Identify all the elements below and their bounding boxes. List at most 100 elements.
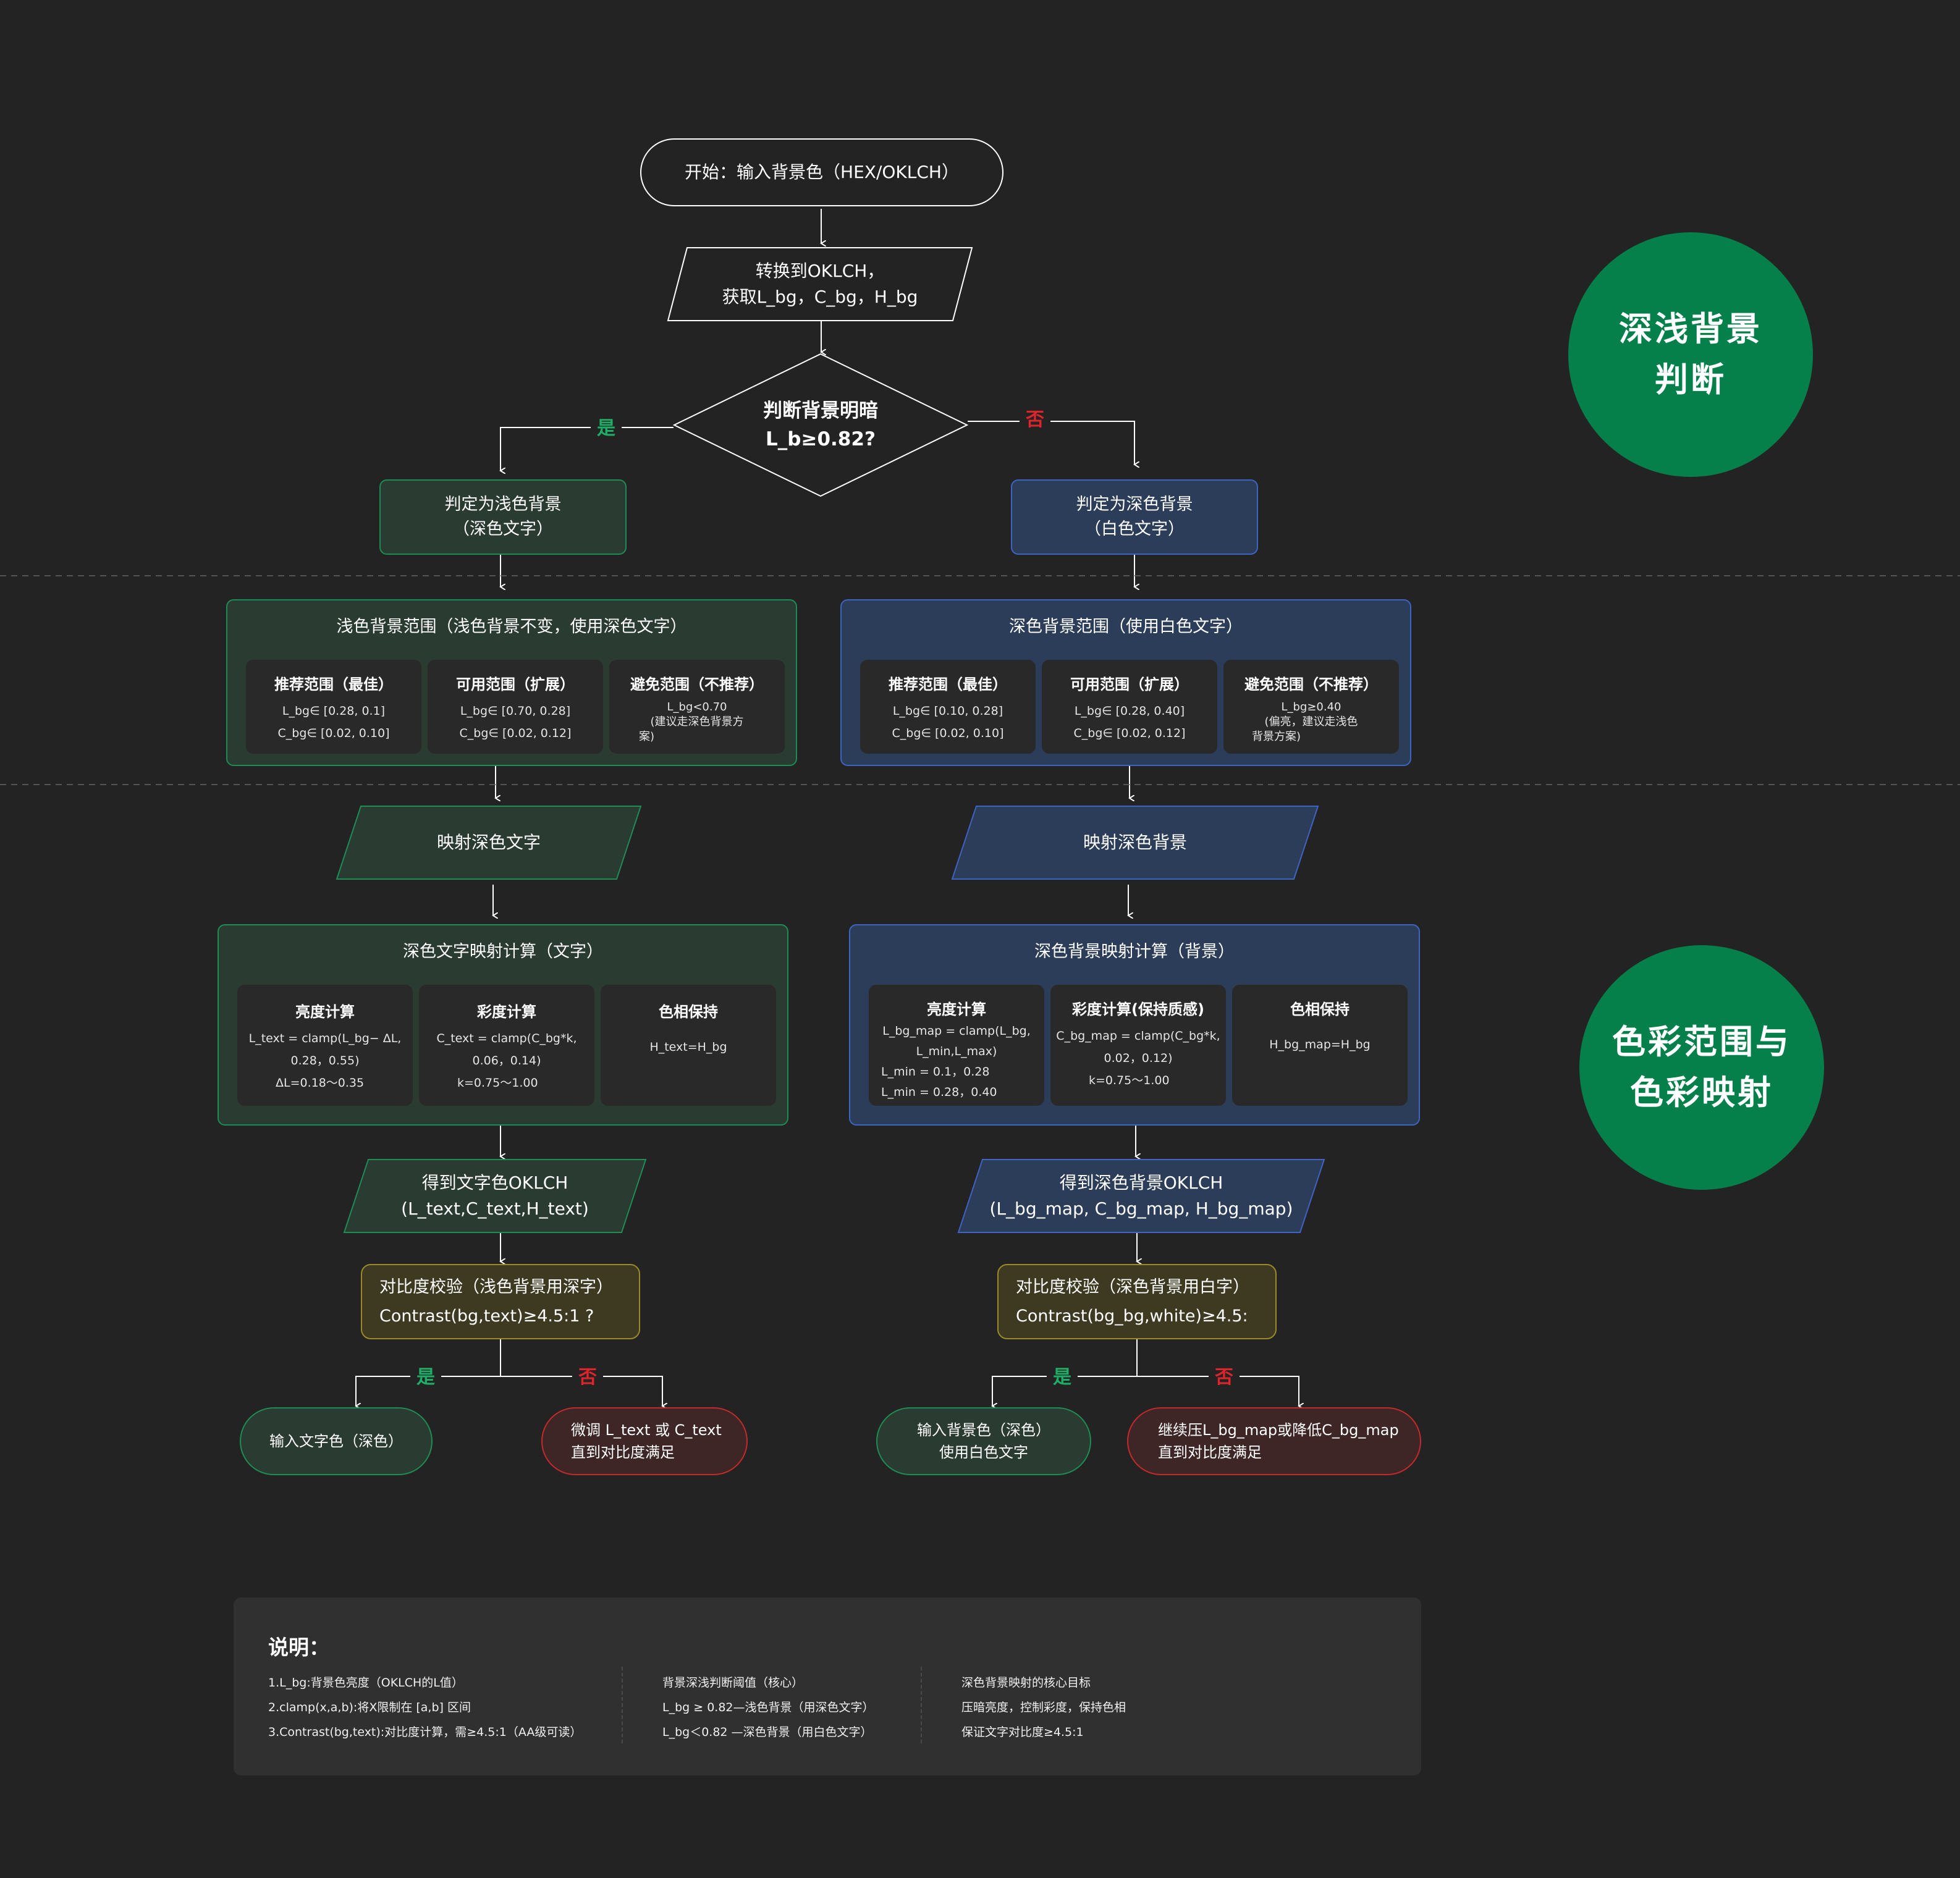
card-line: L_min = 0.1，0.28 [881,1065,990,1079]
circle-top-line-1: 深浅背景 [1619,309,1762,348]
card-line: L_bg≥0.40 [1281,701,1341,714]
dark-range-title: 深色背景范围（使用白色文字） [1009,617,1243,636]
card-title: 推荐范围（最佳） [274,676,393,693]
yes-label-right: 是 [1047,1366,1078,1389]
contrast-left-line-1: 对比度校验（浅色背景用深字） [379,1277,613,1297]
yes-label-top: 是 [591,418,622,440]
card-title: 可用范围（扩展） [1070,676,1189,693]
parallelogram-shape [667,247,973,321]
notes-threshold: 背景深浅判断阈值（核心） L_bg ≥ 0.82—浅色背景（用深色文字） L_b… [662,1670,874,1745]
decision-diamond: 判断背景明暗 L_b≥0.82? [672,353,969,497]
card-title: 避免范围（不推荐） [1244,676,1378,693]
notes-goals: 深色背景映射的核心目标 压暗亮度，控制彩度，保持色相 保证文字对比度≥4.5:1 [961,1670,1126,1745]
contrast-right-line-1: 对比度校验（深色背景用白字） [1016,1277,1249,1297]
light-judge-line-1: 判定为浅色背景 [444,494,562,514]
out-left-no-line-1: 微调 L_text 或 C_text [571,1421,722,1439]
dark-judge-line-1: 判定为深色背景 [1076,494,1193,514]
text-chroma-card: 彩度计算 C_text = clamp(C_bg*k, 0.06，0.14) k… [419,985,594,1106]
parallelogram-shape [336,806,642,880]
bg-chroma-card: 彩度计算(保持质感) C_bg_map = clamp(C_bg*k, 0.02… [1050,985,1226,1106]
out-left-yes-label: 输入文字色（深色） [269,1433,403,1450]
diamond-shape [672,353,969,497]
card-line: C_bg∈ [0.02, 0.12] [1073,726,1186,740]
out-right-no-line-1: 继续压L_bg_map或降低C_bg_map [1158,1421,1399,1439]
card-line: L_text = clamp(L_bg− ΔL, [248,1032,402,1045]
note-line: 2.clamp(x,a,b):将X限制在 [a,b] 区间 [268,1701,471,1714]
circle-bottom-line-2: 色彩映射 [1630,1073,1773,1112]
start-label: 开始：输入背景色（HEX/OKLCH） [685,162,959,182]
text-lightness-card: 亮度计算 L_text = clamp(L_bg− ΔL, 0.28，0.55)… [237,985,413,1106]
notes-definitions: 1.L_bg:背景色亮度（OKLCH的L值） 2.clamp(x,a,b):将X… [268,1670,581,1745]
parallelogram-shape [951,806,1319,880]
card-title: 亮度计算 [927,1001,986,1018]
notes-divider [622,1667,623,1743]
bg-calc-section: 深色背景映射计算（背景） 亮度计算 L_bg_map = clamp(L_bg,… [849,924,1420,1126]
decision-line-2: L_b≥0.82? [766,428,876,450]
card-line: L_bg_map = clamp(L_bg, [882,1024,1031,1038]
light-judge-line-2: （深色文字） [453,520,553,539]
yes-label-left: 是 [410,1366,441,1389]
convert-line-1: 转换到OKLCH， [755,261,885,281]
card-line: C_bg∈ [0.02, 0.12] [459,726,572,740]
text-hue-card: 色相保持 H_text=H_bg [601,985,776,1106]
note-line: L_bg＜0.82 —深色背景（用白色文字） [662,1725,872,1739]
card-line: L_min = 0.28，0.40 [881,1085,997,1099]
contrast-right-line-2: Contrast(bg_bg,white)≥4.5: [1016,1307,1248,1326]
card-line: 案) [639,730,655,743]
note-line: 背景深浅判断阈值（核心） [662,1676,804,1690]
notes-panel: 说明： 1.L_bg:背景色亮度（OKLCH的L值） 2.clamp(x,a,b… [234,1598,1421,1775]
bg-color-result: 得到深色背景OKLCH (L_bg_map, C_bg_map, H_bg_ma… [957,1159,1325,1233]
parallelogram-shape [957,1159,1325,1233]
card-line: H_bg_map=H_bg [1269,1038,1371,1051]
start-terminal: 开始：输入背景色（HEX/OKLCH） [640,138,1003,206]
dark-available-card: 可用范围（扩展） L_bg∈ [0.28, 0.40] C_bg∈ [0.02,… [1042,660,1217,754]
card-line: L_min,L_max) [916,1045,997,1058]
light-available-card: 可用范围（扩展） L_bg∈ [0.70, 0.28] C_bg∈ [0.02,… [428,660,603,754]
card-line: L_bg∈ [0.28, 0.1] [282,704,386,718]
text-calc-title: 深色文字映射计算（文字） [403,942,603,961]
convert-line-2: 获取L_bg，C_bg，H_bg [722,287,918,307]
out-right-no-line-2: 直到对比度满足 [1158,1444,1262,1461]
circle-bottom-line-1: 色彩范围与 [1612,1022,1791,1061]
light-avoid-card: 避免范围（不推荐） L_bg<0.70 (建议走深色背景方 案) [609,660,785,754]
note-line: 压暗亮度，控制彩度，保持色相 [961,1701,1126,1714]
card-title: 彩度计算 [477,1003,536,1021]
dark-background-judge: 判定为深色背景 （白色文字） [1011,479,1258,555]
section-badge-judge: 深浅背景 判断 [1568,232,1813,477]
card-line: C_bg∈ [0.02, 0.10] [277,726,390,740]
adjust-bg-color: 继续压L_bg_map或降低C_bg_map 直到对比度满足 [1127,1407,1421,1475]
section-badge-mapping: 色彩范围与 色彩映射 [1579,945,1824,1190]
adjust-text-color: 微调 L_text 或 C_text 直到对比度满足 [541,1407,748,1475]
light-background-judge: 判定为浅色背景 （深色文字） [379,479,627,555]
card-title: 彩度计算(保持质感) [1072,1001,1204,1018]
no-label-top: 否 [1020,409,1050,431]
contrast-check-light: 对比度校验（浅色背景用深字） Contrast(bg,text)≥4.5:1 ? [361,1264,640,1339]
card-line: 0.06，0.14) [472,1054,541,1067]
card-line: H_text=H_bg [649,1040,727,1054]
notes-title: 说明： [268,1635,329,1659]
text-result-line-2: (L_text,C_text,H_text) [401,1198,589,1219]
text-result-line-1: 得到文字色OKLCH [421,1173,568,1193]
light-recommended-card: 推荐范围（最佳） L_bg∈ [0.28, 0.1] C_bg∈ [0.02, … [246,660,421,754]
text-color-result: 得到文字色OKLCH (L_text,C_text,H_text) [343,1159,647,1233]
contrast-left-line-2: Contrast(bg,text)≥4.5:1 ? [379,1307,594,1326]
light-range-title: 浅色背景范围（浅色背景不变，使用深色文字） [336,617,687,636]
text-calc-section: 深色文字映射计算（文字） 亮度计算 L_text = clamp(L_bg− Δ… [218,924,788,1126]
note-line: 1.L_bg:背景色亮度（OKLCH的L值） [268,1676,463,1690]
notes-divider [921,1667,922,1743]
dark-avoid-card: 避免范围（不推荐） L_bg≥0.40 (偏亮，建议走浅色 背景方案) [1223,660,1399,754]
card-title: 亮度计算 [295,1003,355,1021]
map-dark-bg-step: 映射深色背景 [951,806,1319,880]
card-title: 推荐范围（最佳） [889,676,1007,693]
card-line: 背景方案) [1252,730,1301,743]
note-line: 保证文字对比度≥4.5:1 [961,1725,1084,1739]
card-line: 0.02，0.12) [1104,1051,1173,1065]
note-line: L_bg ≥ 0.82—浅色背景（用深色文字） [662,1701,874,1714]
bg-hue-card: 色相保持 H_bg_map=H_bg [1232,985,1408,1106]
card-line: 0.28，0.55) [290,1054,360,1067]
out-right-yes-line-1: 输入背景色（深色） [917,1421,1050,1439]
card-title: 可用范围（扩展） [456,676,575,693]
note-line: 3.Contrast(bg,text):对比度计算，需≥4.5:1（AA级可读） [268,1725,582,1739]
contrast-check-dark: 对比度校验（深色背景用白字） Contrast(bg_bg,white)≥4.5… [997,1264,1277,1339]
card-line: C_text = clamp(C_bg*k, [436,1032,577,1045]
